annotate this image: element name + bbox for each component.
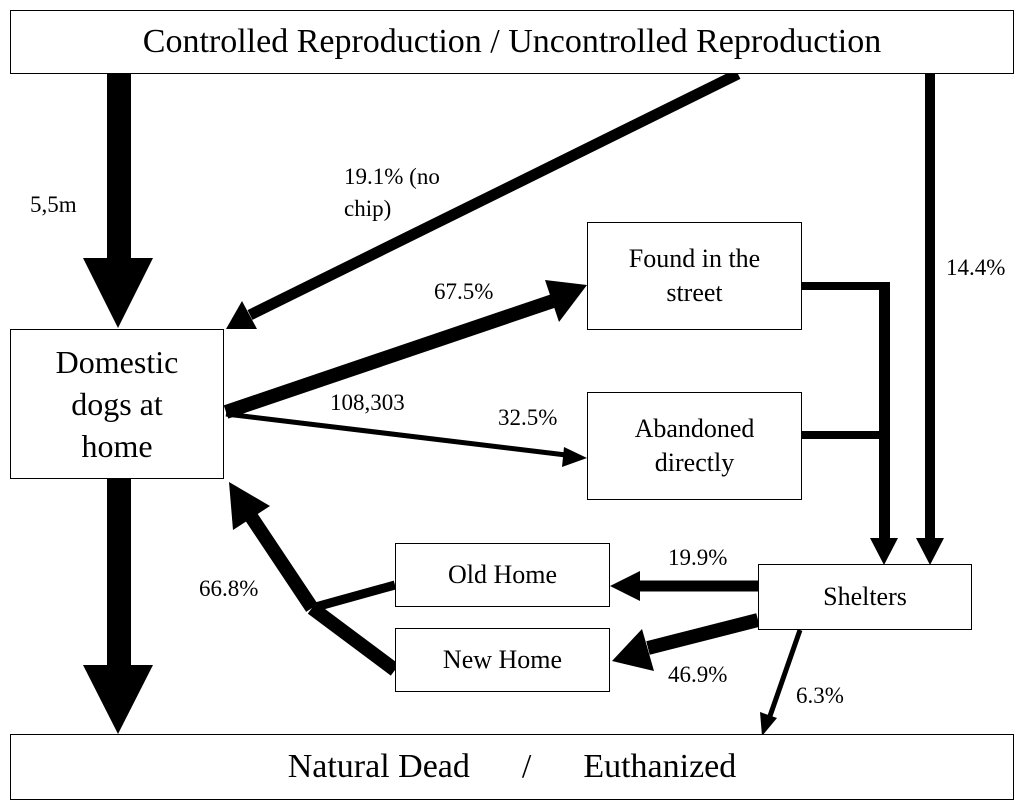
abandoned-label-line-2: directly	[654, 448, 735, 477]
found-pct-label: 67.5%	[434, 279, 494, 304]
reproduction-box: Controlled Reproduction / Uncontrolled R…	[10, 10, 1014, 74]
no-chip-label-line-2: chip)	[344, 196, 392, 221]
arrow-domestic-to-abandoned	[225, 411, 587, 467]
abandoned-label-line-1: Abandoned	[634, 414, 755, 443]
shelter-death-pct-label: 6.3%	[796, 683, 844, 708]
outcome-left-label: Natural Dead	[287, 748, 470, 785]
births-label: 5,5m	[30, 192, 77, 217]
abandoned-directly-box: Abandoned directly	[587, 392, 802, 500]
arrow-shelters-to-new-home	[612, 613, 760, 671]
direct-to-shelter-label: 14.4%	[946, 255, 1006, 280]
domestic-label-line-3: home	[81, 428, 153, 464]
shelters-box: Shelters	[758, 564, 972, 630]
arrow-shelters-to-outcome	[760, 629, 803, 736]
arrow-reproduction-to-domestic	[83, 74, 153, 328]
found-label-line-1: Found in the	[628, 244, 761, 273]
old-home-box: Old Home	[395, 543, 610, 607]
arrow-reproduction-to-shelters	[916, 74, 944, 565]
shelters-label: Shelters	[823, 582, 907, 611]
arrow-street-to-shelters	[802, 282, 898, 565]
domestic-label-line-1: Domestic	[55, 344, 179, 380]
domestic-label-line-2: dogs at	[71, 386, 163, 422]
arrow-domestic-to-found	[223, 280, 587, 419]
abandoned-count-label: 108,303	[330, 390, 405, 415]
arrow-reproduction-to-domestic-no-chip	[226, 69, 741, 329]
outcome-box: Natural Dead / Euthanized	[10, 734, 1014, 800]
found-label-line-2: street	[666, 278, 723, 307]
new-home-box: New Home	[395, 628, 610, 692]
returned-pct-label: 66.8%	[199, 576, 259, 601]
arrow-shelters-to-old-home	[610, 571, 758, 601]
found-in-street-box: Found in the street	[587, 222, 802, 330]
old-home-label: Old Home	[447, 560, 558, 589]
abandoned-pct-label: 32.5%	[498, 405, 558, 430]
outcome-right-label: Euthanized	[583, 748, 737, 785]
domestic-dogs-box: Domestic dogs at home	[10, 329, 224, 479]
old-home-pct-label: 19.9%	[668, 545, 728, 570]
arrow-homes-to-domestic	[229, 482, 400, 676]
outcome-separator: /	[521, 748, 532, 785]
reproduction-label: Controlled Reproduction / Uncontrolled R…	[142, 23, 882, 60]
no-chip-label-line-1: 19.1% (no	[344, 164, 440, 189]
arrow-domestic-to-outcome	[83, 479, 153, 734]
new-home-pct-label: 46.9%	[668, 662, 728, 687]
new-home-label: New Home	[442, 645, 563, 674]
